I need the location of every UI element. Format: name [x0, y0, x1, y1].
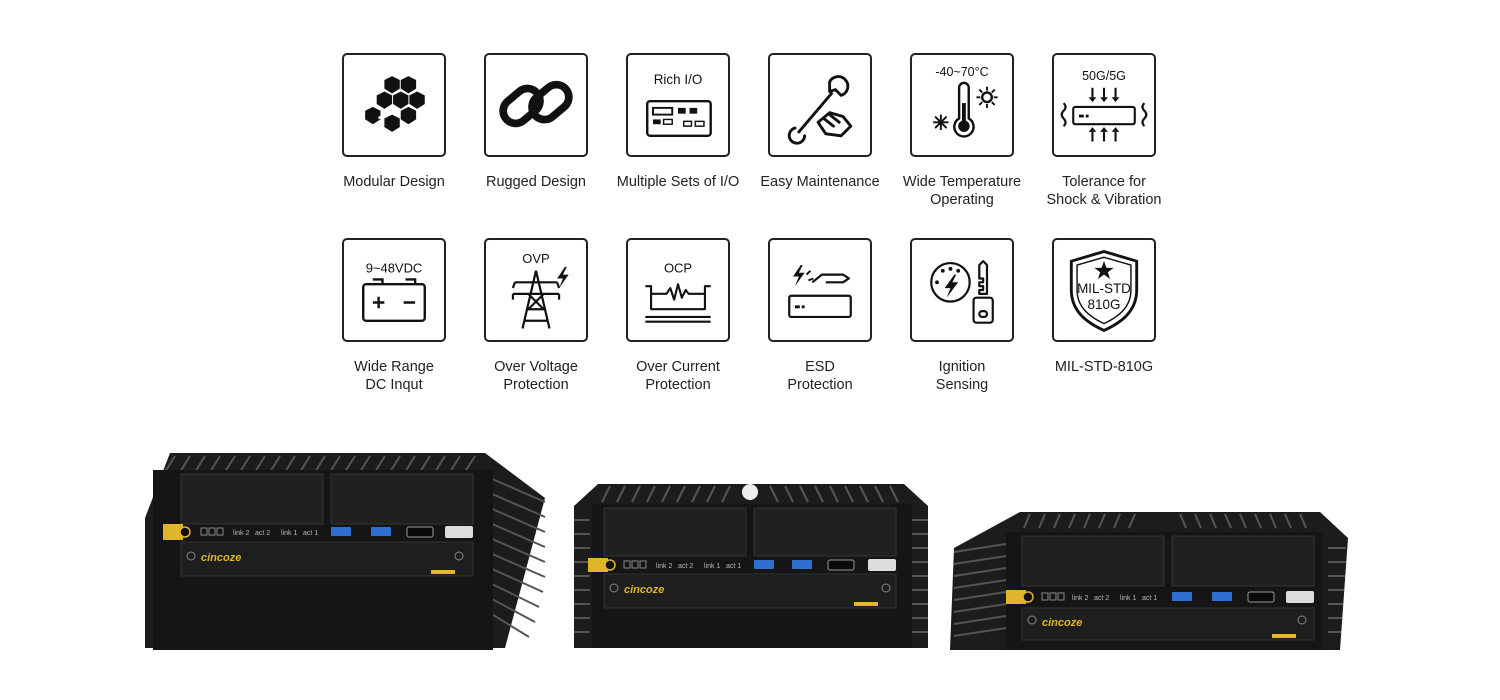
- ignition-key-icon: [910, 238, 1014, 342]
- hdmi-port: [406, 526, 434, 538]
- battery-icon: 9~48VDC: [342, 238, 446, 342]
- feature-multiple-io: Rich I/O Multiple Sets of I/O: [603, 53, 753, 191]
- port-label: link 1: [1120, 595, 1136, 602]
- device-front: link 2 act 2 link 1 act 1 cincoze: [570, 480, 932, 650]
- feature-label: Operating: [930, 192, 994, 208]
- honeycomb-modules-icon: [342, 53, 446, 157]
- esd-hand-icon: [768, 238, 872, 342]
- feature-esd-protection: ESD Protection: [745, 238, 895, 394]
- port-label: link 2: [1072, 595, 1088, 602]
- usb-port: [371, 527, 391, 536]
- io-panel-icon: Rich I/O: [626, 53, 730, 157]
- feature-label: Multiple Sets of I/O: [616, 174, 740, 190]
- feature-shock-vibration: 50G/5G Tolerance for Shock & Vibration: [1029, 53, 1179, 209]
- feature-label: Ignition: [938, 359, 986, 375]
- port-label: link 1: [704, 563, 720, 570]
- feature-mil-std: MIL-STD 810G MIL-STD-810G: [1029, 238, 1179, 376]
- feature-label: Protection: [787, 377, 853, 393]
- feature-wide-temperature: -40~70°C Wide Temperature Operating: [887, 53, 1037, 209]
- displayport: [445, 526, 473, 538]
- feature-label: Sensing: [935, 377, 989, 393]
- port-label: link 1: [281, 530, 297, 537]
- feature-label: Easy Maintenance: [760, 174, 880, 190]
- feature-label: MIL-STD-810G: [1054, 359, 1154, 375]
- feature-label: Protection: [645, 377, 711, 393]
- feature-ignition-sensing: Ignition Sensing: [887, 238, 1037, 394]
- port-label: link 2: [656, 563, 672, 570]
- device-right-angle: link 2 act 2 link 1 act 1 cincoze: [950, 508, 1350, 653]
- port-label: act 2: [1094, 595, 1109, 602]
- feature-label: Tolerance for: [1062, 174, 1146, 190]
- wrench-hand-icon: [768, 53, 872, 157]
- feature-easy-maintenance: Easy Maintenance: [745, 53, 895, 191]
- port-label: act 1: [726, 563, 741, 570]
- icon-text: -40~70°C: [935, 65, 988, 79]
- icon-text: OVP: [522, 251, 549, 266]
- feature-label: Modular Design: [343, 174, 445, 190]
- icon-text: 9~48VDC: [366, 261, 423, 276]
- usb-port: [331, 527, 351, 536]
- port-label: act 2: [678, 563, 693, 570]
- icon-text: 50G/5G: [1082, 69, 1126, 83]
- feature-label: Wide Temperature: [902, 174, 1022, 190]
- port-label: act 2: [255, 530, 270, 537]
- thermometer-icon: -40~70°C: [910, 53, 1014, 157]
- port-label: act 1: [1142, 595, 1157, 602]
- feature-label: Shock & Vibration: [1046, 192, 1162, 208]
- feature-wide-range-dc: 9~48VDC Wide Range DC Inqut: [319, 238, 469, 394]
- power-tower-icon: OVP: [484, 238, 588, 342]
- feature-label: DC Inqut: [365, 377, 423, 393]
- feature-label: Wide Range: [354, 359, 434, 375]
- brand-logo: cincoze: [1042, 617, 1082, 629]
- feature-over-voltage: OVP Over Voltage Protection: [461, 238, 611, 394]
- feature-label: Protection: [503, 377, 569, 393]
- port-label: link 2: [233, 530, 249, 537]
- device-left-angle: link 2 act 2 link 1 act 1 cincoze: [145, 448, 550, 653]
- feature-label: Rugged Design: [486, 174, 586, 190]
- brand-logo: cincoze: [201, 552, 241, 564]
- mil-shield-icon: MIL-STD 810G: [1052, 238, 1156, 342]
- feature-label: Over Voltage: [494, 359, 578, 375]
- icon-text: OCP: [664, 261, 692, 276]
- icon-text: Rich I/O: [654, 72, 703, 87]
- feature-modular-design: Modular Design: [319, 53, 469, 191]
- feature-over-current: OCP Over Current Protection: [603, 238, 753, 394]
- icon-text-line-2: 810G: [1088, 297, 1121, 312]
- icon-text-line-1: MIL-STD: [1077, 281, 1131, 296]
- shock-vibration-icon: 50G/5G: [1052, 53, 1156, 157]
- chain-link-icon: [484, 53, 588, 157]
- brand-logo: cincoze: [624, 584, 664, 596]
- current-wave-icon: OCP: [626, 238, 730, 342]
- port-label: act 1: [303, 530, 318, 537]
- feature-rugged-design: Rugged Design: [461, 53, 611, 191]
- power-button: [163, 524, 183, 540]
- feature-label: ESD: [805, 359, 835, 375]
- feature-label: Over Current: [636, 359, 720, 375]
